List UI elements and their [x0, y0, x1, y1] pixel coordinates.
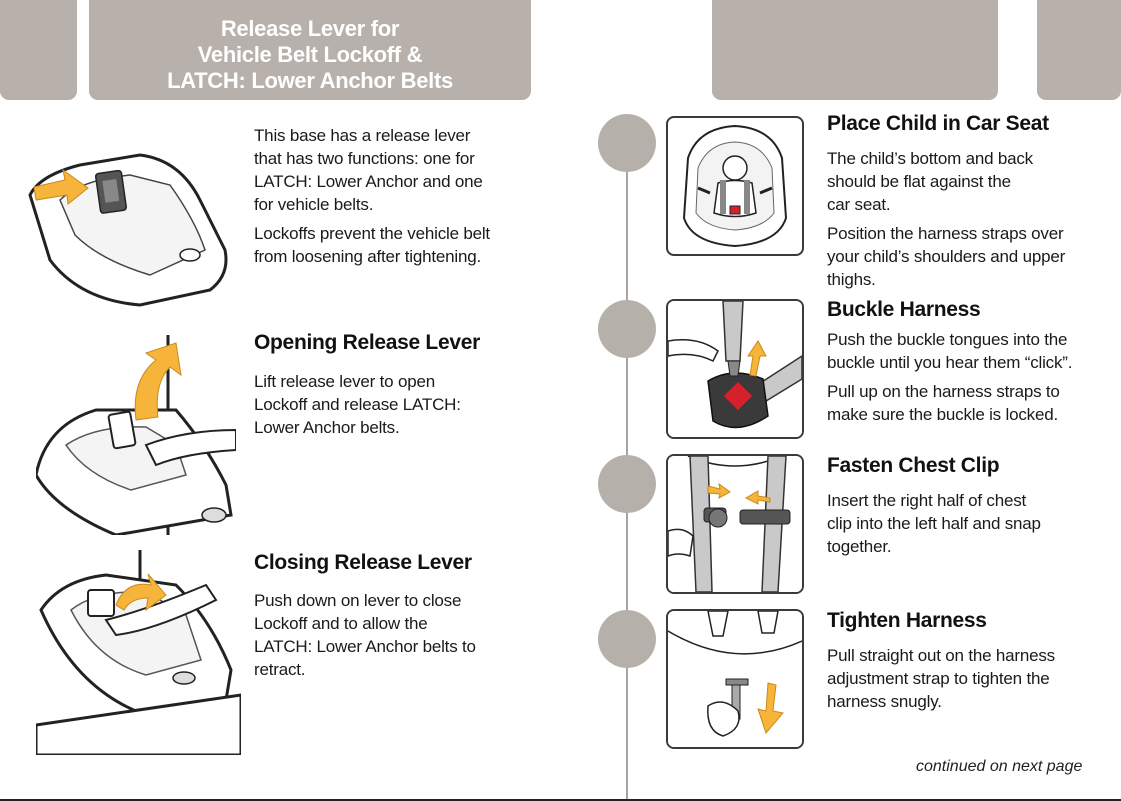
step-1-paragraph-1: The child’s bottom and back should be fl… — [827, 149, 1033, 214]
step-2-paragraph-1: Push the buckle tongues into the buckle … — [827, 330, 1073, 372]
step-1-text: The child’s bottom and back should be fl… — [827, 147, 1077, 297]
intro-paragraph-2: Lockoffs prevent the vehicle belt from l… — [254, 224, 490, 266]
closing-lever-illustration — [36, 550, 241, 755]
step-4-heading: Tighten Harness — [827, 609, 987, 632]
closing-release-lever-heading: Closing Release Lever — [254, 551, 472, 574]
step-2-heading: Buckle Harness — [827, 298, 981, 321]
opening-paragraph: Lift release lever to open Lockoff and r… — [254, 372, 461, 437]
step-4-circle — [598, 610, 656, 668]
opening-release-lever-text: Lift release lever to open Lockoff and r… — [254, 370, 484, 445]
intro-text: This base has a release lever that has t… — [254, 124, 494, 274]
step-1-paragraph-2: Position the harness straps over your ch… — [827, 224, 1066, 289]
step-1-circle — [598, 114, 656, 172]
step-3-paragraph-1: Insert the right half of chest clip into… — [827, 491, 1041, 556]
step-2-text: Push the buckle tongues into the buckle … — [827, 328, 1097, 432]
closing-release-lever-text: Push down on lever to close Lockoff and … — [254, 589, 484, 687]
page-title: Release Lever for Vehicle Belt Lockoff &… — [89, 0, 531, 100]
title-line-3: LATCH: Lower Anchor Belts — [167, 68, 453, 93]
step-4-image-frame — [666, 609, 804, 749]
title-line-2: Vehicle Belt Lockoff & — [197, 42, 423, 67]
step-4-text: Pull straight out on the harness adjustm… — [827, 644, 1057, 719]
header-tab-right-center — [712, 0, 998, 100]
base-release-lever-illustration — [28, 153, 228, 307]
step-1-heading: Place Child in Car Seat — [827, 112, 1049, 135]
step-3-image-frame — [666, 454, 804, 594]
step-2-circle — [598, 300, 656, 358]
step-3-heading: Fasten Chest Clip — [827, 454, 1000, 477]
step-2-paragraph-2: Pull up on the harness straps to make su… — [827, 382, 1060, 424]
step-3-circle — [598, 455, 656, 513]
opening-release-lever-heading: Opening Release Lever — [254, 331, 480, 354]
buckle-harness-illustration — [668, 301, 802, 437]
closing-paragraph: Push down on lever to close Lockoff and … — [254, 591, 476, 679]
header-tab-right-edge — [1037, 0, 1121, 100]
intro-paragraph-1: This base has a release lever that has t… — [254, 126, 483, 214]
step-2-image-frame — [666, 299, 804, 439]
step-3-text: Insert the right half of chest clip into… — [827, 489, 1052, 564]
header-tab-left-edge — [0, 0, 77, 100]
bottom-rule — [0, 799, 1121, 801]
step-1-image-frame — [666, 116, 804, 256]
chest-clip-illustration — [668, 456, 802, 592]
child-in-car-seat-illustration — [682, 124, 788, 248]
title-line-1: Release Lever for — [220, 16, 400, 41]
tighten-harness-illustration — [668, 611, 802, 747]
step-4-paragraph-1: Pull straight out on the harness adjustm… — [827, 646, 1055, 711]
opening-lever-illustration — [36, 335, 236, 535]
continued-note: continued on next page — [916, 758, 1083, 775]
